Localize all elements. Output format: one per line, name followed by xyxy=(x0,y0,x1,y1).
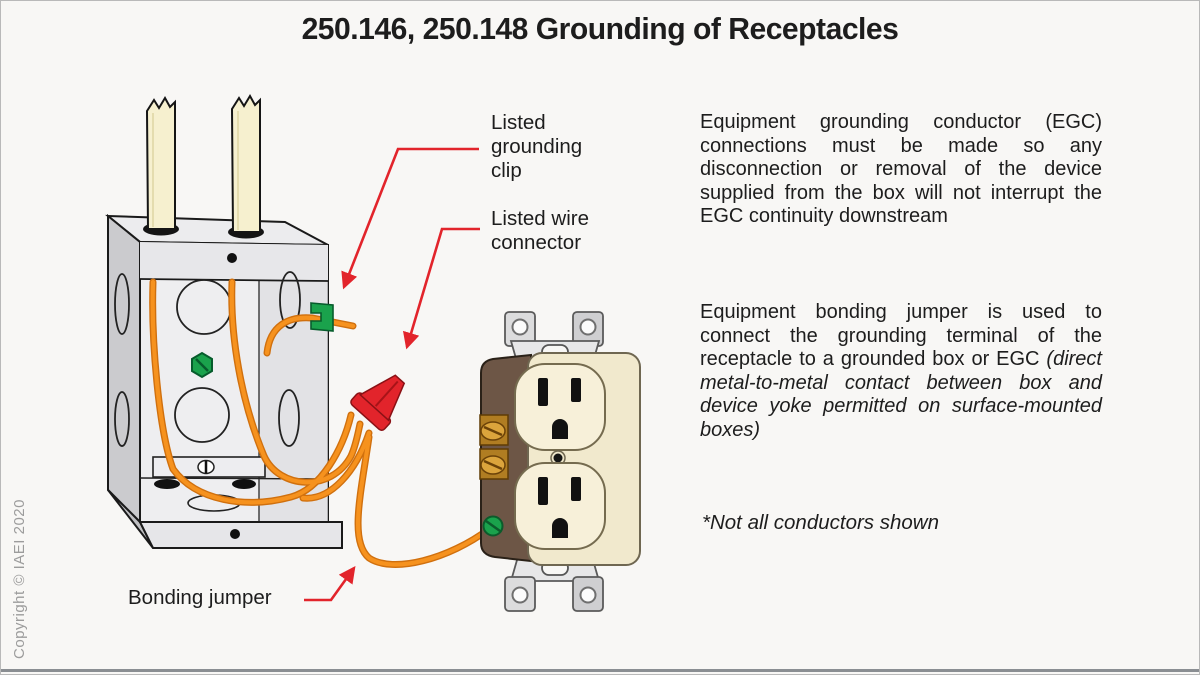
copyright-text: Copyright © IAEI 2020 xyxy=(11,499,28,659)
outlet-lower xyxy=(514,462,606,550)
outlet-upper xyxy=(514,363,606,451)
callout-grounding-clip-label: Listed grounding clip xyxy=(491,111,583,182)
arrow-wire-connector xyxy=(402,227,480,350)
bottom-bar xyxy=(1,669,1199,672)
conductor-wires xyxy=(149,278,493,568)
bonding-jumper-wire xyxy=(354,433,493,568)
paragraph-egc-continuity: Equipment grounding conductor (EGC) conn… xyxy=(700,111,1102,227)
box-screw xyxy=(227,253,237,263)
ground-screw xyxy=(191,351,213,379)
paragraph-bonding-jumper-italic: (direct metal-to-metal contact between b… xyxy=(700,348,1102,441)
grounding-terminal-screw xyxy=(482,515,504,537)
paragraph-bonding-jumper: Equipment bonding jumper is used to conn… xyxy=(700,301,1102,442)
note-conductors: *Not all conductors shown xyxy=(702,511,940,534)
paragraph-bonding-jumper-regular: Equipment bonding jumper is used to conn… xyxy=(700,301,1102,370)
arrow-bonding-jumper xyxy=(304,565,356,602)
callout-bonding-jumper-label: Bonding jumper xyxy=(128,586,272,609)
duplex-receptacle xyxy=(479,311,641,612)
page-title: 250.146, 250.148 Grounding of Receptacle… xyxy=(301,11,899,46)
grounding-clip xyxy=(310,302,334,332)
wire-connector xyxy=(350,374,406,431)
arrow-grounding-clip xyxy=(341,147,479,290)
terminal-screws xyxy=(479,414,509,480)
junction-box xyxy=(105,94,343,549)
supply-cables xyxy=(145,94,261,233)
callout-arrows xyxy=(304,147,480,602)
callout-wire-connector-label: Listed wire connector xyxy=(491,207,589,254)
box-screw xyxy=(230,529,240,539)
